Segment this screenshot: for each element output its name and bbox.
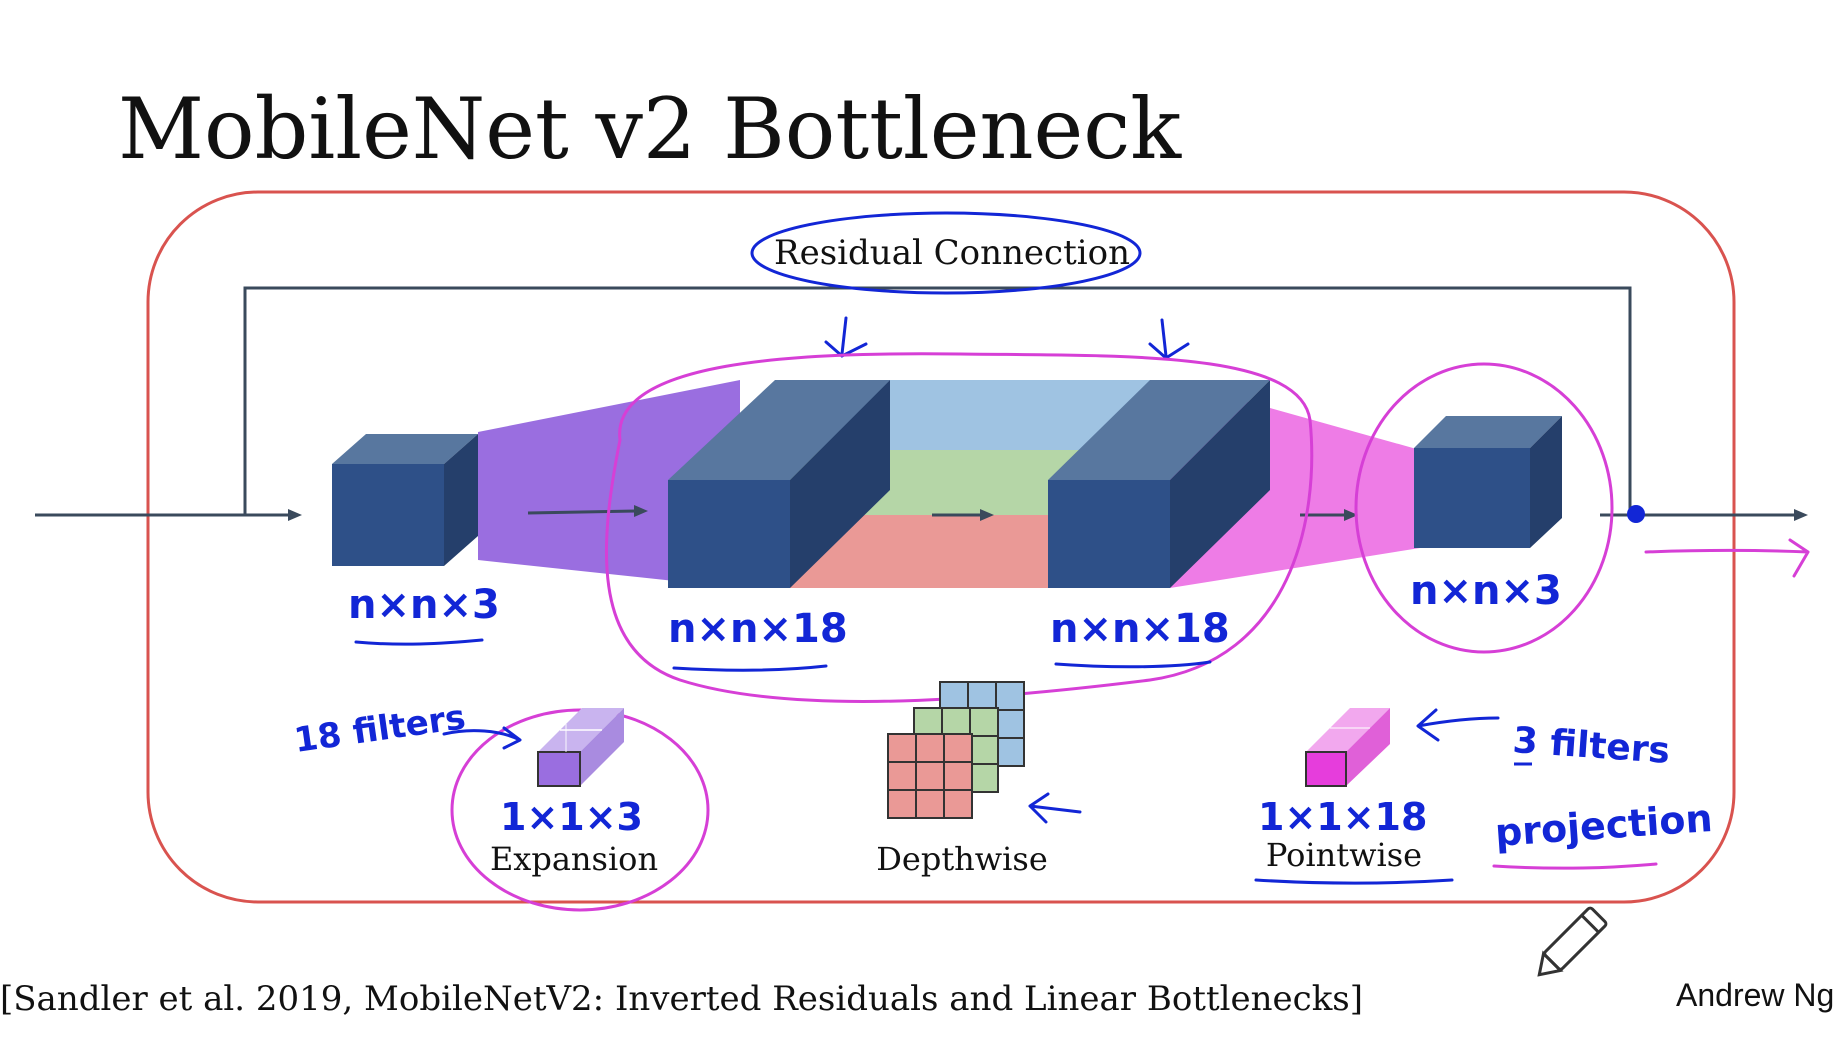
depthwise-pointer-arrow — [1028, 792, 1082, 824]
sum-node — [1627, 505, 1645, 523]
output-stage-loop — [1354, 362, 1614, 654]
residual-connection-label: Residual Connection — [774, 233, 1130, 273]
down-arrow-left — [824, 316, 868, 358]
depthwise-label: Depthwise — [876, 840, 1048, 878]
residual-label-circle — [750, 211, 1142, 295]
author-name: Andrew Ng — [1676, 977, 1834, 1013]
pointwise-filter-count: 3 filters — [1511, 720, 1671, 772]
arrow-expansion — [527, 509, 637, 515]
diagram-frame — [146, 190, 1736, 904]
pencil-icon[interactable] — [1531, 906, 1608, 983]
pointwise-filter-cube — [1305, 708, 1390, 787]
page-title: MobileNet v2 Bottleneck — [118, 80, 1182, 178]
output-block — [1414, 416, 1562, 548]
pointwise-pointer-arrow — [1416, 708, 1500, 742]
down-arrow-right — [1148, 318, 1190, 360]
residual-connection-line — [243, 286, 1632, 515]
expansion-pointer-arrow — [442, 726, 522, 750]
dim-label-output: n×n×3 — [1410, 568, 1562, 614]
expanded-block — [668, 380, 890, 588]
depthwise-block — [1048, 380, 1270, 588]
input-block — [332, 434, 478, 566]
input-arrowhead — [288, 509, 302, 521]
dim-label-depthwise: n×n×18 — [1050, 606, 1230, 652]
output-arrowhead — [1794, 509, 1808, 521]
output-pointer-arrow — [1644, 538, 1810, 578]
expansion-label: Expansion — [490, 840, 658, 878]
pointwise-label: Pointwise — [1266, 836, 1422, 874]
expansion-filter-cube — [537, 708, 624, 787]
citation: [Sandler et al. 2019, MobileNetV2: Inver… — [0, 979, 1363, 1019]
middle-stage-loop — [604, 352, 1314, 703]
projection-annotation: projection — [1494, 796, 1714, 855]
pointwise-filter-size: 1×1×18 — [1258, 795, 1427, 839]
expansion-filter-size: 1×1×3 — [500, 795, 643, 839]
depthwise-filter-grids — [887, 681, 1025, 819]
dim-label-expanded: n×n×18 — [668, 606, 848, 652]
expansion-filter-count: 18 filters — [292, 697, 468, 761]
dim-label-input: n×n×3 — [348, 582, 500, 628]
